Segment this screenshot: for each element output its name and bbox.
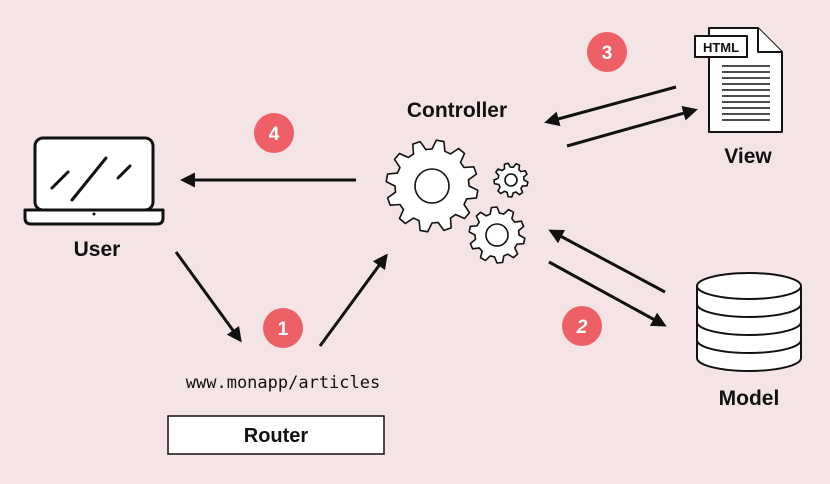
svg-text:2: 2 xyxy=(576,317,588,338)
step-badge-3: 3 xyxy=(587,32,627,72)
router-box xyxy=(167,415,385,455)
view-label: View xyxy=(724,145,772,168)
database-icon xyxy=(696,272,802,372)
svg-text:4: 4 xyxy=(269,124,280,145)
step-badge-2: 2 xyxy=(562,306,602,346)
step-badge-4: 4 xyxy=(254,113,294,153)
model-label: Model xyxy=(719,387,780,410)
gears-icon xyxy=(385,139,529,264)
html-tag-label: HTML xyxy=(703,40,739,55)
arrow-view-to-controller xyxy=(544,85,677,127)
controller-label: Controller xyxy=(407,99,507,122)
arrow-user-to-router xyxy=(174,251,242,343)
arrow-controller-to-model xyxy=(548,260,667,327)
svg-text:3: 3 xyxy=(602,43,613,64)
arrow-model-to-controller xyxy=(548,229,666,294)
user-label: User xyxy=(74,238,121,261)
router-label: Router xyxy=(244,425,309,447)
url-text: www.monapp/articles xyxy=(186,373,380,393)
html-document-icon xyxy=(694,27,783,133)
arrow-router-to-controller xyxy=(318,253,388,347)
svg-text:1: 1 xyxy=(278,319,289,340)
laptop-icon xyxy=(23,136,165,226)
arrow-controller-to-view xyxy=(566,106,698,148)
step-badge-1: 1 xyxy=(263,308,303,348)
